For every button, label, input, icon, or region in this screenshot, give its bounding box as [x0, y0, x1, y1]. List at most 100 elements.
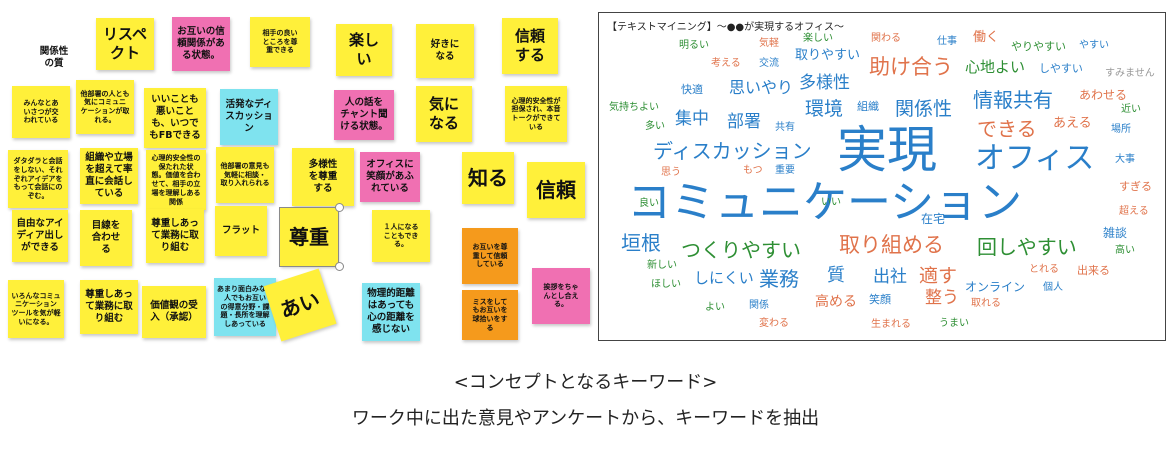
sticky-note[interactable]: 尊重しあっ て業務に取 り組む [146, 209, 204, 263]
cloud-word: 整う [925, 288, 959, 308]
cloud-word: 多い [645, 121, 665, 132]
cloud-word: 出社 [873, 267, 907, 287]
sticky-note[interactable]: オフィスに 笑顔があふ れている [360, 152, 420, 202]
sticky-note[interactable]: 相手の良い ところを尊 重できる [250, 17, 310, 67]
cloud-word: 高める [815, 294, 857, 310]
cloud-word: 快適 [681, 83, 703, 96]
sticky-note[interactable]: 自由なアイ ディア出し ができる [12, 210, 68, 262]
cloud-word: 変わる [759, 318, 789, 329]
cloud-word: 新しい [647, 260, 677, 271]
sticky-note[interactable]: 心理的安全性が 担保され、本音 トークができて いる [505, 86, 567, 142]
cloud-word: 気持ちよい [609, 102, 659, 113]
cloud-word: 取りやすい [795, 48, 861, 63]
caption-subtitle: ワーク中に出た意見やアンケートから、キーワードを抽出 [351, 408, 820, 429]
cloud-word: 思う [661, 167, 681, 178]
cloud-word: 楽しい [803, 33, 833, 44]
cloud-word: しやすい [1039, 62, 1083, 75]
word-cloud-panel: 【テキストマイニング】～●●が実現するオフィス～ 明るい気軽楽しい取りやすい関わ… [598, 12, 1166, 341]
cloud-word: 生まれる [871, 319, 911, 330]
cloud-word: 集中 [675, 109, 709, 129]
sticky-note[interactable]: 物理的距離 はあっても 心の距離を 感じない [362, 283, 420, 341]
sticky-note[interactable]: 好きに なる [416, 24, 474, 78]
cloud-word: できる [977, 117, 1037, 141]
cloud-word: しにくい [694, 269, 754, 287]
cloud-word: 出来る [1077, 264, 1110, 277]
cloud-word: 質 [827, 265, 845, 286]
sticky-note[interactable]: 信頼 する [502, 18, 558, 74]
cloud-word: いい [821, 197, 841, 208]
sticky-note[interactable]: ダタダラと会話 をしない、それ ぞれアイデアを もって会話にの ぞむ。 [8, 150, 68, 208]
cloud-word: すぎる [1119, 180, 1152, 193]
cloud-word: 回しやすい [977, 235, 1077, 259]
sticky-note[interactable]: 組織や立場 を超えて率 直に会話し ている [80, 148, 138, 204]
cloud-word: 関係 [749, 300, 769, 311]
cloud-word: つくりやすい [681, 238, 801, 262]
sticky-note[interactable]: 目線を 合わせ る [80, 210, 132, 266]
sticky-note[interactable]: 他部署の人とも 気にコミュニ ケーションが取 れる。 [76, 80, 134, 134]
cloud-word: とれる [1029, 264, 1059, 275]
cloud-word: オンライン [965, 280, 1026, 294]
cloud-word: 情報共有 [973, 88, 1053, 112]
cloud-word: あえる [1053, 116, 1092, 131]
sticky-note[interactable]: 価値観の受 入（承認） [142, 286, 206, 338]
cloud-word: 在宅 [921, 212, 946, 226]
sticky-note[interactable]: 活発なディ スカッショ ン [220, 89, 278, 145]
cloud-word: 環境 [805, 98, 844, 120]
cloud-word: 働く [973, 30, 1000, 45]
resize-handle[interactable] [335, 203, 344, 212]
cloud-word: 関わる [871, 33, 901, 44]
cloud-word: 多様性 [799, 73, 850, 93]
cloud-word: ほしい [651, 279, 681, 290]
sticky-note[interactable]: 挨拶をちゃ んとし合え る。 [532, 268, 590, 324]
sticky-note-board: 関係性 の質リスペ クトお互いの信 頼関係があ る状態。相手の良い ところを尊 … [0, 0, 592, 345]
cloud-word: やりやすい [1011, 40, 1066, 53]
cloud-word: 関係性 [895, 98, 953, 120]
cloud-word: 仕事 [937, 36, 957, 47]
cloud-word: 超える [1119, 206, 1149, 217]
sticky-note[interactable]: お互いの信 頼関係があ る状態。 [172, 17, 230, 71]
sticky-note[interactable]: 知る [462, 152, 514, 204]
cloud-word: 場所 [1111, 124, 1131, 135]
cloud-word: 部署 [727, 112, 761, 132]
sticky-note[interactable]: いいことも 悪いこと も、いつで もFBできる [144, 88, 206, 148]
cloud-word: 個人 [1043, 282, 1063, 293]
cloud-word: 高い [1115, 245, 1135, 256]
cloud-word: あわせる [1079, 88, 1128, 102]
cloud-word: 近い [1121, 104, 1141, 115]
cloud-word: 組織 [857, 100, 879, 113]
sticky-note[interactable]: みんなとあ いさつが交 われている [12, 86, 70, 138]
cloud-word: 業務 [759, 267, 799, 291]
sticky-note[interactable]: お互いを尊 重して信頼 している [462, 228, 518, 284]
sticky-note[interactable]: 楽し い [336, 24, 392, 76]
cloud-word: 適す [919, 265, 958, 287]
sticky-note[interactable]: 信頼 [527, 162, 585, 218]
resize-handle[interactable] [335, 262, 344, 271]
sticky-note[interactable]: 他部署の意見も 気軽に相談・ 取り入れられる [216, 147, 274, 203]
cloud-word: 気軽 [759, 38, 779, 49]
sticky-note[interactable]: 尊重 [279, 207, 339, 267]
sticky-note[interactable]: フラット [215, 206, 267, 256]
cloud-word: 大事 [1115, 154, 1135, 165]
cloud-word: 実現 [837, 121, 937, 179]
word-cloud-title: 【テキストマイニング】～●●が実現するオフィス～ [607, 22, 844, 33]
cloud-word: やすい [1079, 40, 1109, 51]
caption-heading: <コンセプトとなるキーワード> [453, 372, 718, 393]
sticky-note[interactable]: 人の話を チャント聞 ける状態。 [334, 90, 394, 140]
sticky-note[interactable]: ミスをして もお互いを 球拾いをす る [462, 290, 518, 340]
sticky-note[interactable]: 気に なる [416, 86, 472, 142]
sticky-note[interactable]: リスペ クト [96, 18, 154, 70]
cloud-word: コミュニケーション [627, 177, 1023, 228]
cloud-word: 取り組める [839, 233, 944, 257]
sticky-note[interactable]: 関係性 の質 [22, 33, 86, 83]
cloud-word: 心地よい [965, 58, 1026, 76]
cloud-word: すみません [1105, 68, 1155, 79]
cloud-word: 共有 [775, 122, 795, 133]
cloud-word: 助け合う [869, 55, 953, 79]
sticky-note[interactable]: いろんなコミュ ニケーション ツールを気が軽 いになる。 [8, 280, 64, 338]
cloud-word: うまい [939, 318, 969, 329]
sticky-note[interactable]: 心理的安全性の 保たれた状 態。価値を合わ せて、相手の立 場を理解しある 関係 [146, 150, 206, 210]
sticky-note[interactable]: 尊重しあっ て業務に取 り組む [80, 280, 138, 334]
sticky-note[interactable]: １人になる こともでき る。 [372, 210, 430, 262]
cloud-word: 取れる [971, 298, 1001, 309]
sticky-note[interactable]: 多様性 を尊重 する [292, 148, 354, 206]
